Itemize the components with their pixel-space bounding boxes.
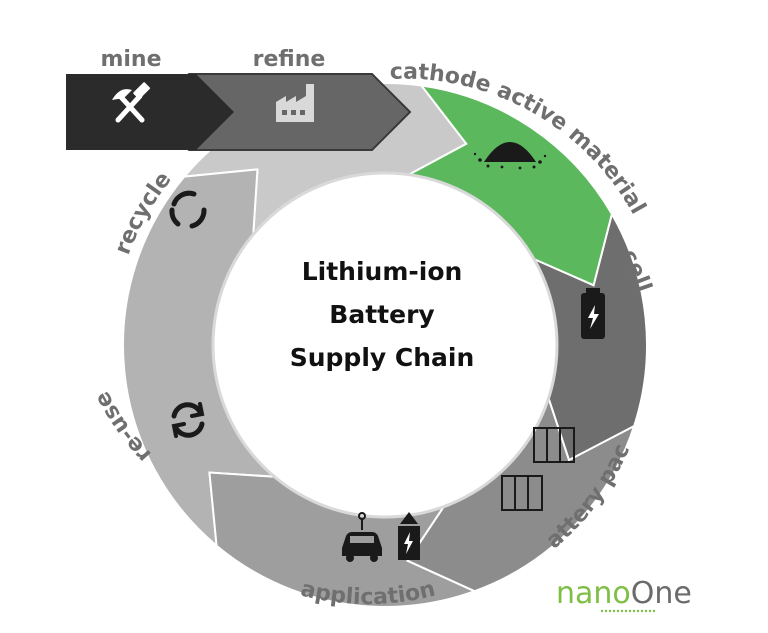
label-mine: mine (100, 47, 161, 72)
car-icon (342, 512, 382, 562)
logo-dot (640, 609, 644, 613)
center-disk-edge (211, 171, 559, 519)
logo-dot (620, 609, 624, 613)
powder-pile-icon (473, 142, 547, 170)
car-and-charger-icon (342, 512, 420, 562)
logo-text: nanoOne (556, 576, 692, 611)
label-refine: refine (253, 47, 326, 72)
top-bar (66, 73, 412, 151)
logo-dot (608, 609, 612, 613)
center-title-line1: Lithium-ion (302, 257, 463, 286)
recycle-arrows-icon (169, 190, 207, 229)
factory-icon (276, 84, 314, 122)
battery-pack-icon (501, 427, 575, 511)
logo-dot (652, 609, 656, 613)
logo-dot (616, 609, 620, 613)
center-title-line2: Battery (329, 300, 434, 329)
logo-dot (636, 609, 640, 613)
logo-dot (628, 609, 632, 613)
logo-dot (612, 609, 616, 613)
charger-icon (398, 512, 420, 560)
logo-dot (648, 609, 652, 613)
battery-icon (581, 288, 605, 339)
center-disk (213, 173, 557, 517)
reuse-arrows-icon (171, 402, 205, 438)
nano-one-logo: nanoOne (556, 576, 692, 613)
logo-dot (600, 609, 604, 613)
logo-dot (624, 609, 628, 613)
hammer-pickaxe-icon (112, 82, 151, 123)
logo-dots (600, 609, 656, 613)
segment-mine (66, 74, 234, 150)
logo-dot (632, 609, 636, 613)
logo-dot (644, 609, 648, 613)
logo-dot (604, 609, 608, 613)
logo-one: One (631, 576, 692, 611)
center-title-line3: Supply Chain (290, 343, 475, 372)
logo-nano: nano (556, 576, 631, 611)
